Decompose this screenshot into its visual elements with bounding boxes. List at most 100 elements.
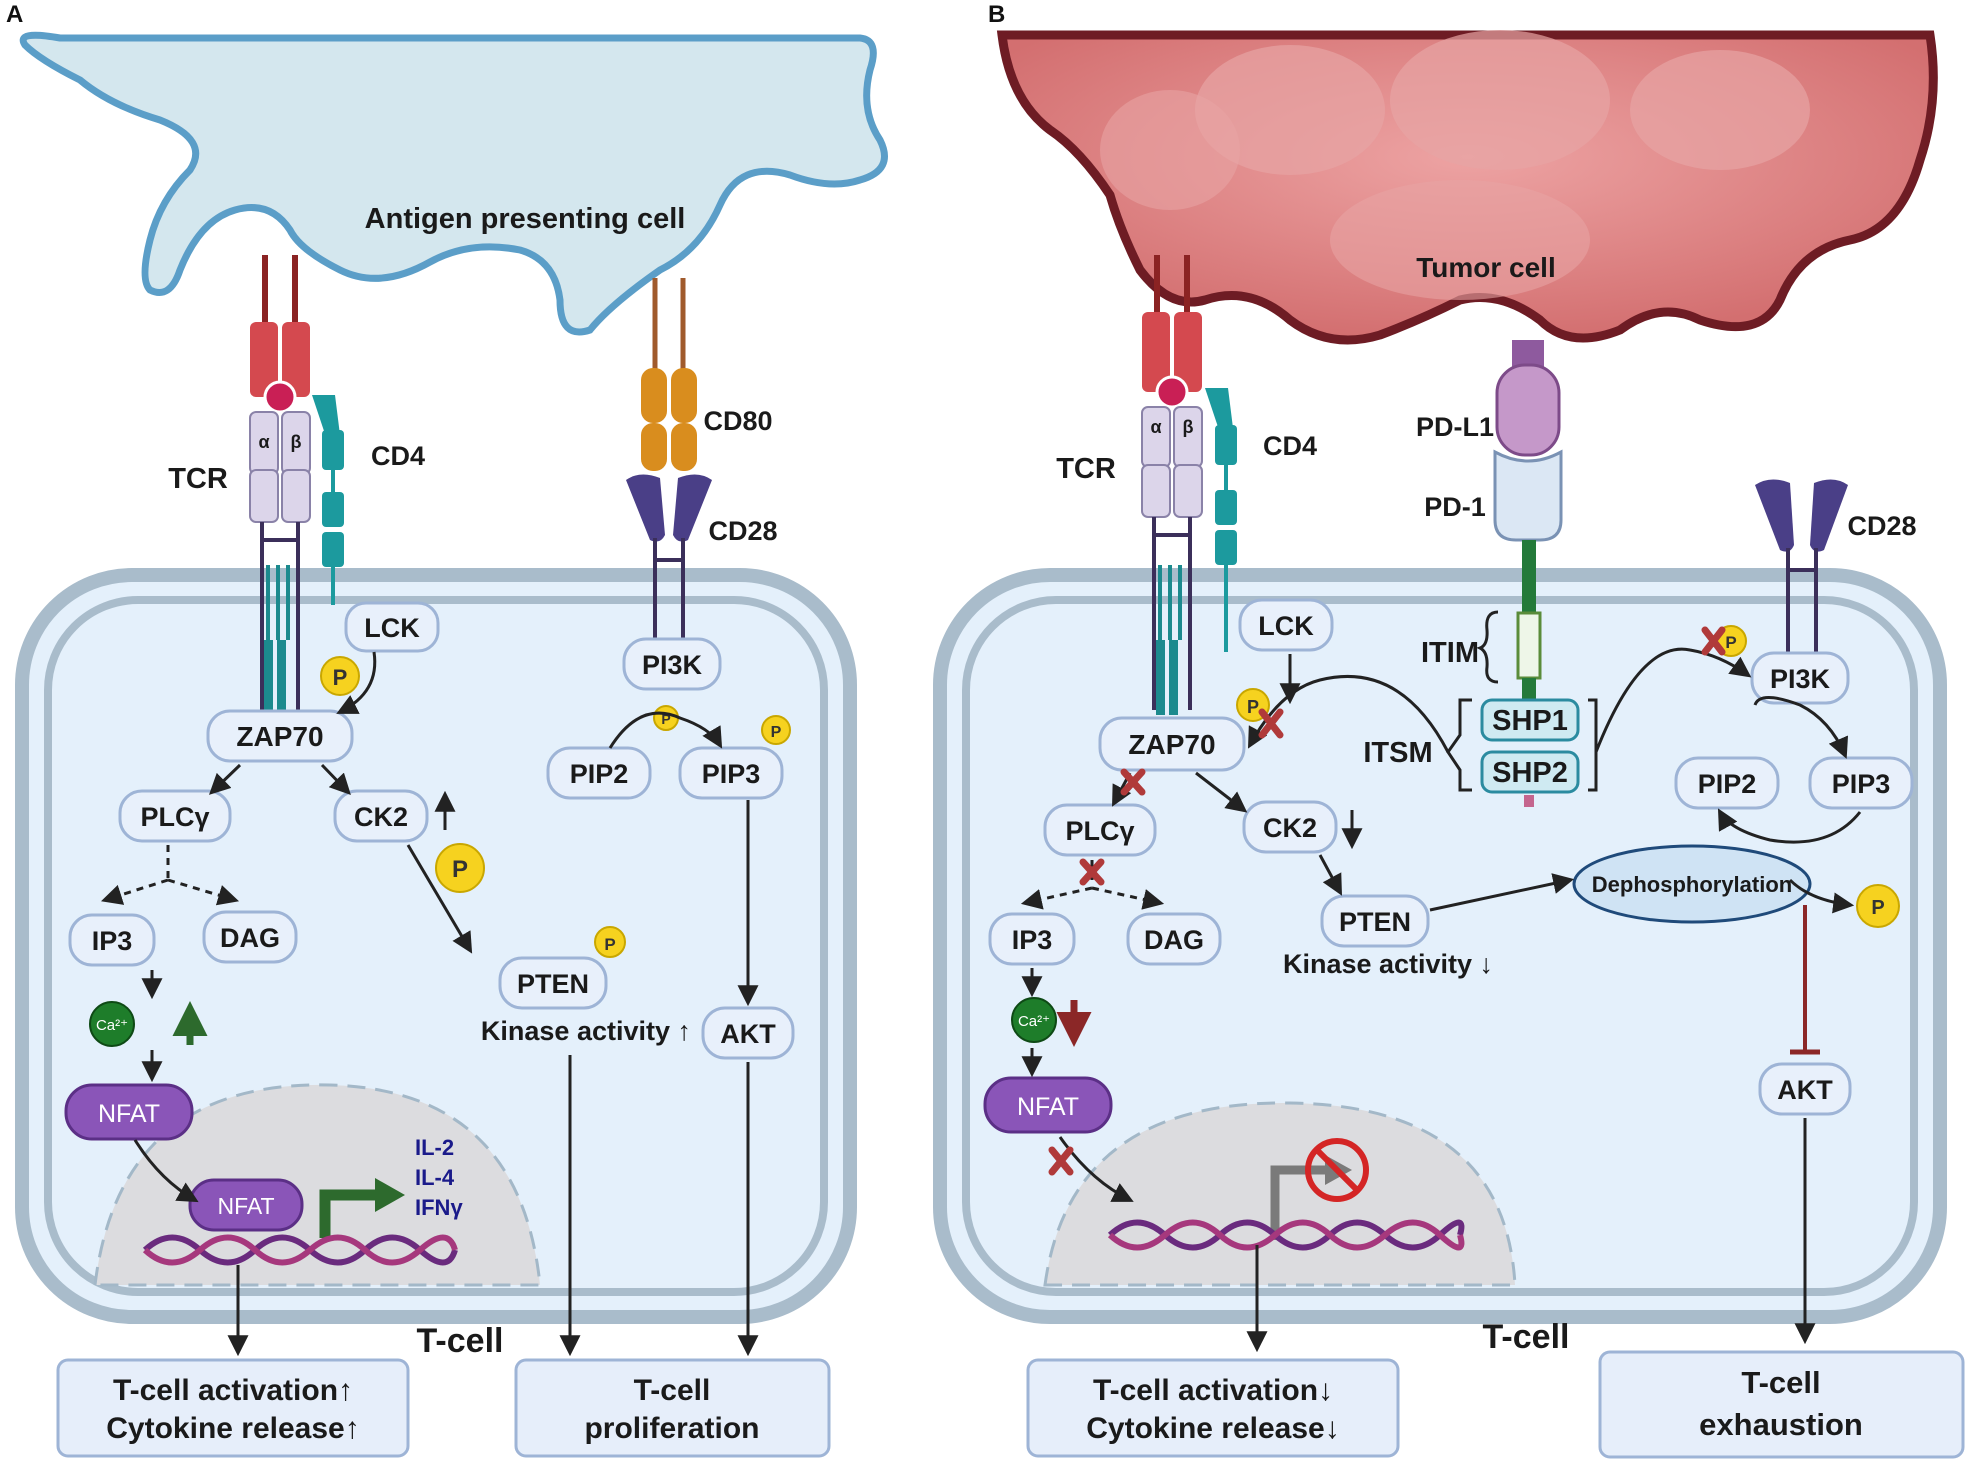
node-pi3k-a: PI3K bbox=[622, 637, 722, 691]
svg-text:Ca²⁺: Ca²⁺ bbox=[96, 1017, 128, 1034]
panel-letter-a: A bbox=[6, 1, 23, 28]
svg-text:PLCγ: PLCγ bbox=[1065, 816, 1134, 846]
svg-text:proliferation: proliferation bbox=[584, 1412, 759, 1445]
svg-text:P: P bbox=[661, 711, 670, 727]
phospho-icon-pi3k-a: P bbox=[653, 705, 679, 731]
phospho-icon-pten-a: P bbox=[594, 926, 626, 958]
tcr-a-alpha-label: α bbox=[258, 432, 269, 452]
nucleus-a bbox=[93, 1083, 542, 1287]
svg-text:P: P bbox=[1247, 697, 1259, 717]
phospho-icon-zap70-a: P bbox=[320, 656, 360, 696]
dna-a bbox=[142, 1234, 458, 1266]
pd1-label: PD-1 bbox=[1424, 492, 1486, 522]
transcription-arrow-b bbox=[1270, 1165, 1330, 1240]
svg-text:ZAP70: ZAP70 bbox=[1128, 729, 1215, 760]
svg-text:P: P bbox=[452, 856, 468, 883]
svg-text:DAG: DAG bbox=[1144, 925, 1204, 955]
node-pten-a: PTEN bbox=[498, 956, 608, 1010]
svg-text:PTEN: PTEN bbox=[517, 969, 589, 999]
node-pi3k-b: PI3K bbox=[1750, 651, 1850, 705]
calcium-icon-b: Ca²⁺ bbox=[1011, 997, 1057, 1043]
svg-text:PLCγ: PLCγ bbox=[140, 802, 209, 832]
node-pip3-a: PIP3 bbox=[678, 746, 784, 800]
tcr-a-label: TCR bbox=[168, 463, 228, 495]
svg-text:PIP3: PIP3 bbox=[702, 759, 761, 789]
itim-brace bbox=[1476, 610, 1499, 684]
svg-text:T-cell: T-cell bbox=[1741, 1365, 1820, 1400]
cd4-a-label: CD4 bbox=[371, 441, 425, 471]
svg-text:IP3: IP3 bbox=[1012, 925, 1053, 955]
cytokine-il2-a: IL-2 bbox=[415, 1135, 454, 1160]
panel-letter-b: B bbox=[988, 1, 1005, 28]
phospho-icon-ck2-a: P bbox=[435, 843, 485, 893]
node-nfat-b: NFAT bbox=[983, 1076, 1113, 1134]
tcr-b-label: TCR bbox=[1056, 453, 1116, 485]
transcription-arrow-a bbox=[319, 1189, 380, 1238]
svg-text:PIP2: PIP2 bbox=[570, 759, 629, 789]
pdl1-pd1-complex bbox=[1493, 340, 1563, 807]
tcell-b-inner-membrane bbox=[962, 596, 1918, 1296]
svg-text:P: P bbox=[1871, 897, 1884, 919]
svg-text:P: P bbox=[1725, 633, 1736, 652]
svg-text:NFAT: NFAT bbox=[217, 1193, 274, 1219]
svg-text:ZAP70: ZAP70 bbox=[236, 721, 323, 752]
tcr-complex-a bbox=[249, 255, 311, 715]
calcium-icon-a: Ca²⁺ bbox=[89, 1001, 135, 1047]
cd4-b bbox=[1205, 388, 1237, 652]
itim-label: ITIM bbox=[1421, 637, 1479, 669]
node-pten-b: PTEN bbox=[1320, 894, 1430, 948]
node-dephosphorylation: Dephosphorylation bbox=[1572, 844, 1812, 924]
svg-text:SHP2: SHP2 bbox=[1492, 757, 1568, 789]
cd28-b bbox=[1755, 479, 1848, 660]
svg-text:IP3: IP3 bbox=[92, 926, 133, 956]
node-ck2-a: CK2 bbox=[333, 789, 429, 843]
node-akt-b: AKT bbox=[1758, 1062, 1852, 1116]
svg-text:Ca²⁺: Ca²⁺ bbox=[1018, 1013, 1050, 1030]
svg-text:PIP2: PIP2 bbox=[1698, 769, 1757, 799]
svg-text:Cytokine release↓: Cytokine release↓ bbox=[1086, 1412, 1339, 1445]
node-lck-a: LCK bbox=[344, 601, 440, 653]
dna-b bbox=[1107, 1219, 1465, 1251]
tcr-complex-b bbox=[1141, 255, 1203, 715]
tcell-a-inner-membrane bbox=[44, 596, 828, 1296]
node-dag-b: DAG bbox=[1126, 912, 1222, 966]
svg-text:AKT: AKT bbox=[1777, 1075, 1833, 1105]
cytokine-il4-a: IL-4 bbox=[415, 1165, 455, 1190]
svg-text:T-cell: T-cell bbox=[634, 1374, 711, 1407]
node-akt-a: AKT bbox=[701, 1006, 795, 1060]
arrows-a bbox=[100, 651, 759, 1357]
tcr-b-beta-label: β bbox=[1183, 417, 1194, 437]
arrows-b bbox=[1020, 647, 1862, 1353]
tcell-b-label: T-cell bbox=[1483, 1318, 1570, 1356]
tumor-label: Tumor cell bbox=[1416, 252, 1556, 283]
itsm-label: ITSM bbox=[1363, 737, 1432, 769]
svg-text:CK2: CK2 bbox=[1263, 813, 1317, 843]
kinase-activity-b: Kinase activity ↓ bbox=[1283, 949, 1493, 979]
antigen-presenting-cell bbox=[19, 31, 888, 336]
output-activation-b: T-cell activation↓ Cytokine release↓ bbox=[1026, 1358, 1400, 1458]
svg-text:P: P bbox=[771, 724, 782, 741]
svg-text:LCK: LCK bbox=[364, 613, 420, 643]
tcr-a-beta-label: β bbox=[291, 432, 302, 452]
node-shp1: SHP1 bbox=[1480, 698, 1580, 742]
phospho-icon-dephos-b: P bbox=[1856, 884, 1900, 928]
node-lck-b: LCK bbox=[1238, 598, 1334, 652]
svg-text:Dephosphorylation: Dephosphorylation bbox=[1592, 872, 1792, 897]
apc-label: Antigen presenting cell bbox=[365, 203, 686, 235]
itsm-brace-right bbox=[1588, 698, 1598, 792]
node-pip2-b: PIP2 bbox=[1674, 756, 1780, 810]
output-proliferation-a: T-cell proliferation bbox=[514, 1358, 831, 1458]
phospho-icon-pip3-a: P bbox=[761, 715, 791, 745]
block-marks-b bbox=[1048, 626, 1726, 1176]
node-nfat-a: NFAT bbox=[64, 1083, 194, 1141]
no-transcription-icon bbox=[1305, 1138, 1369, 1202]
svg-text:T-cell activation↓: T-cell activation↓ bbox=[1093, 1374, 1333, 1407]
svg-text:AKT: AKT bbox=[720, 1019, 776, 1049]
tcell-a-label: T-cell bbox=[417, 1322, 504, 1360]
cd4-b-label: CD4 bbox=[1263, 431, 1317, 461]
node-shp2: SHP2 bbox=[1480, 750, 1580, 794]
svg-text:DAG: DAG bbox=[220, 923, 280, 953]
svg-text:PI3K: PI3K bbox=[1770, 664, 1831, 694]
